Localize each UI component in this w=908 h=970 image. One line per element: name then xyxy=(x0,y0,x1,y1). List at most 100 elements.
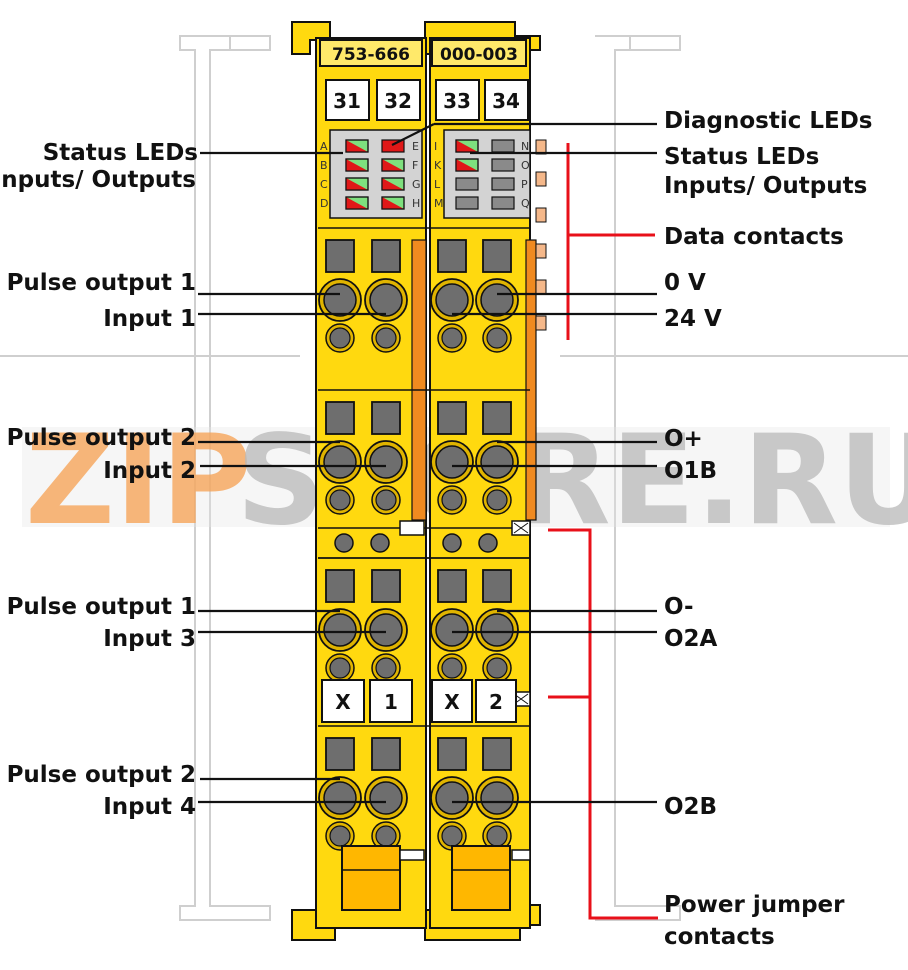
led-letter: A xyxy=(320,140,328,153)
test-hole xyxy=(486,657,508,679)
led-outline xyxy=(345,139,369,153)
label-0v: 0 V xyxy=(664,270,706,296)
label-pulse-output-1a: Pulse output 1 xyxy=(7,270,196,296)
led-letters: A B C D E F G H I K L M N O P Q xyxy=(320,140,530,210)
led-letter: E xyxy=(412,140,419,153)
clamp-hole xyxy=(323,445,357,479)
led-outline xyxy=(381,177,405,191)
clamp-hole xyxy=(323,613,357,647)
led-outline xyxy=(455,139,479,153)
clamp-hole xyxy=(435,283,469,317)
test-hole xyxy=(375,489,397,511)
led-off xyxy=(455,196,479,210)
led-letter: C xyxy=(320,178,328,191)
led-array xyxy=(345,139,515,210)
label-o-minus: O- xyxy=(664,594,694,620)
label-diagnostic-leds: Diagnostic LEDs xyxy=(664,108,873,134)
terminal-blocks xyxy=(318,227,530,851)
label-o1b: O1B xyxy=(664,458,717,484)
led-red-half xyxy=(382,197,404,209)
marker-right-num: 2 xyxy=(489,690,503,714)
led-red-half xyxy=(346,197,368,209)
led-red-half xyxy=(456,159,478,171)
led-outline xyxy=(345,196,369,210)
led-red-half xyxy=(346,140,368,152)
clamp-hole xyxy=(323,283,357,317)
release-button xyxy=(371,401,401,435)
release-button xyxy=(482,569,512,603)
bracket-power-jumper xyxy=(548,528,658,920)
channel-number-tags: 31 32 33 34 xyxy=(325,79,529,121)
led-red-half xyxy=(346,159,368,171)
left-labels: Status LEDs Inputs/ Outputs Pulse output… xyxy=(0,140,198,820)
label-inputs-outputs-left: Inputs/ Outputs xyxy=(0,167,196,193)
release-button xyxy=(482,401,512,435)
test-hole xyxy=(329,657,351,679)
led-letter: L xyxy=(434,178,441,191)
test-hole xyxy=(375,825,397,847)
test-hole xyxy=(441,327,463,349)
led-letter: O xyxy=(521,159,530,172)
label-power-jumper: Power jumper xyxy=(664,892,845,918)
part-number-left: 753-666 xyxy=(332,45,410,65)
part-number-box-right xyxy=(431,39,527,67)
label-inputs-outputs-right: Inputs/ Outputs xyxy=(664,173,867,199)
clamp-hole xyxy=(480,283,514,317)
test-hole xyxy=(441,657,463,679)
label-24v: 24 V xyxy=(664,306,722,332)
clamp-hole xyxy=(323,781,357,815)
led-red xyxy=(381,139,405,153)
label-input-4: Input 4 xyxy=(103,794,196,820)
led-off xyxy=(491,139,515,153)
led-red-half xyxy=(346,178,368,190)
clamp-hole xyxy=(369,445,403,479)
test-hole xyxy=(329,489,351,511)
bottom-latches xyxy=(341,845,531,911)
led-panel-left xyxy=(329,129,423,219)
part-number-box-left xyxy=(319,39,423,67)
led-letter: H xyxy=(412,197,420,210)
clamp-hole xyxy=(480,613,514,647)
clamp-hole xyxy=(480,781,514,815)
marker-right-x: X xyxy=(444,690,460,714)
clamp-hole xyxy=(435,445,469,479)
test-hole xyxy=(329,825,351,847)
release-button xyxy=(325,569,355,603)
test-hole xyxy=(441,825,463,847)
label-input-2: Input 2 xyxy=(103,458,196,484)
led-letter: K xyxy=(434,159,442,172)
test-hole xyxy=(486,327,508,349)
label-o-plus: O+ xyxy=(664,426,703,452)
label-o2a: O2A xyxy=(664,626,718,652)
led-letter: N xyxy=(521,140,529,153)
led-letter: F xyxy=(412,159,418,172)
label-status-leds-left: Status LEDs xyxy=(43,140,198,166)
led-outline xyxy=(345,177,369,191)
part-number-right: 000-003 xyxy=(440,45,518,65)
clamp-hole xyxy=(369,283,403,317)
release-button xyxy=(371,737,401,771)
label-status-leds-right: Status LEDs xyxy=(664,144,819,170)
clamp-hole xyxy=(369,781,403,815)
clamp-hole xyxy=(435,781,469,815)
led-off xyxy=(491,158,515,172)
led-letter: M xyxy=(434,197,444,210)
led-off xyxy=(491,177,515,191)
channel-34: 34 xyxy=(492,89,520,113)
orange-strip-left xyxy=(411,239,427,521)
led-letter: B xyxy=(320,159,328,172)
led-letter: D xyxy=(320,197,328,210)
power-jumper-area xyxy=(318,520,531,707)
label-pulse-output-1b: Pulse output 1 xyxy=(7,594,196,620)
callout-lines xyxy=(198,122,657,804)
led-off xyxy=(491,196,515,210)
test-hole xyxy=(441,489,463,511)
release-button xyxy=(371,239,401,273)
marker-strip: X 1 X 2 xyxy=(321,679,517,723)
release-button xyxy=(482,737,512,771)
bracket-data-contacts xyxy=(566,143,655,340)
label-input-3: Input 3 xyxy=(103,626,196,652)
release-button xyxy=(325,239,355,273)
channel-32: 32 xyxy=(384,89,412,113)
led-outline xyxy=(381,196,405,210)
